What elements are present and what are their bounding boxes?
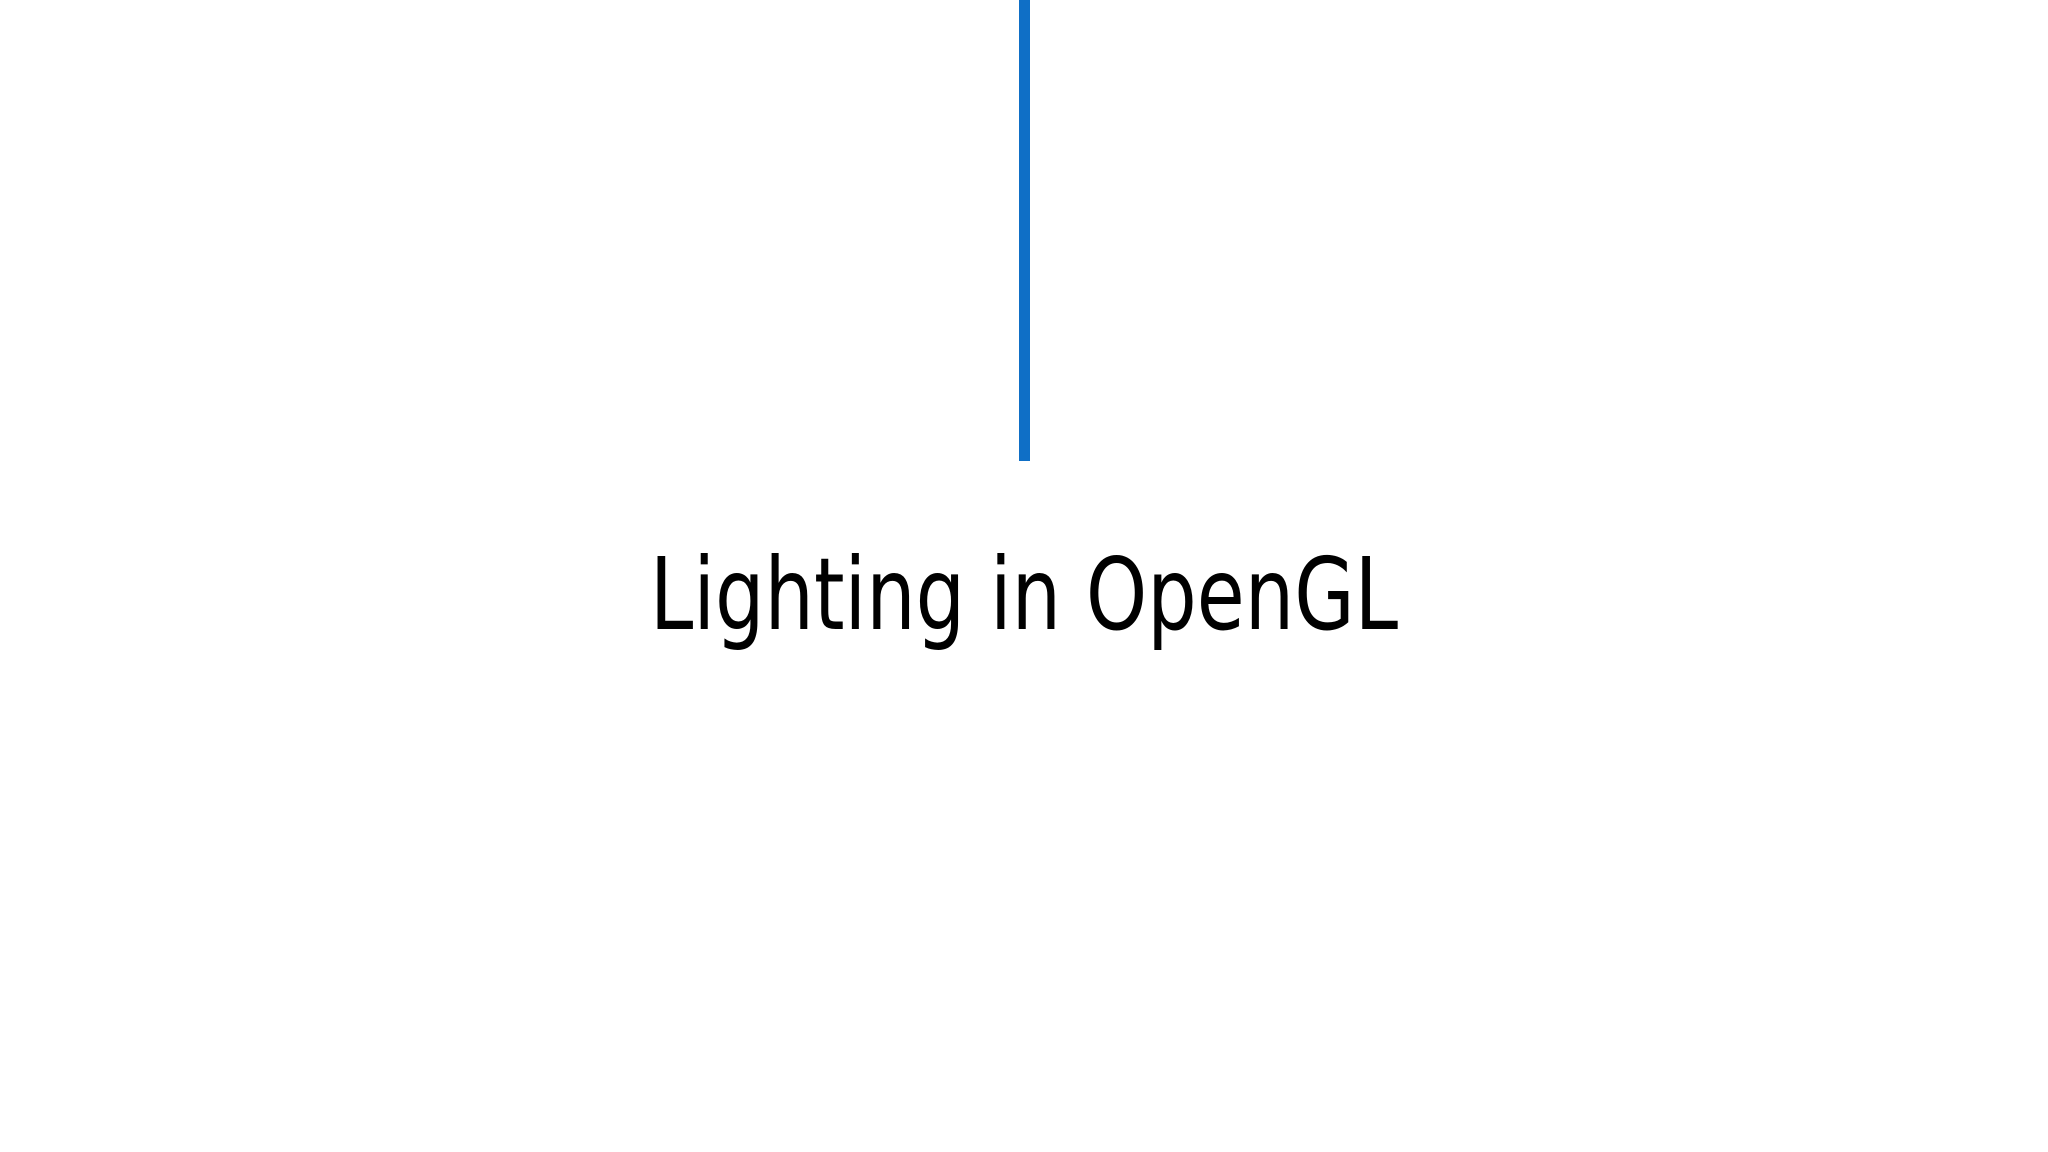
accent-vertical-line xyxy=(1019,0,1030,461)
slide-title: Lighting in OpenGL xyxy=(649,536,1399,653)
